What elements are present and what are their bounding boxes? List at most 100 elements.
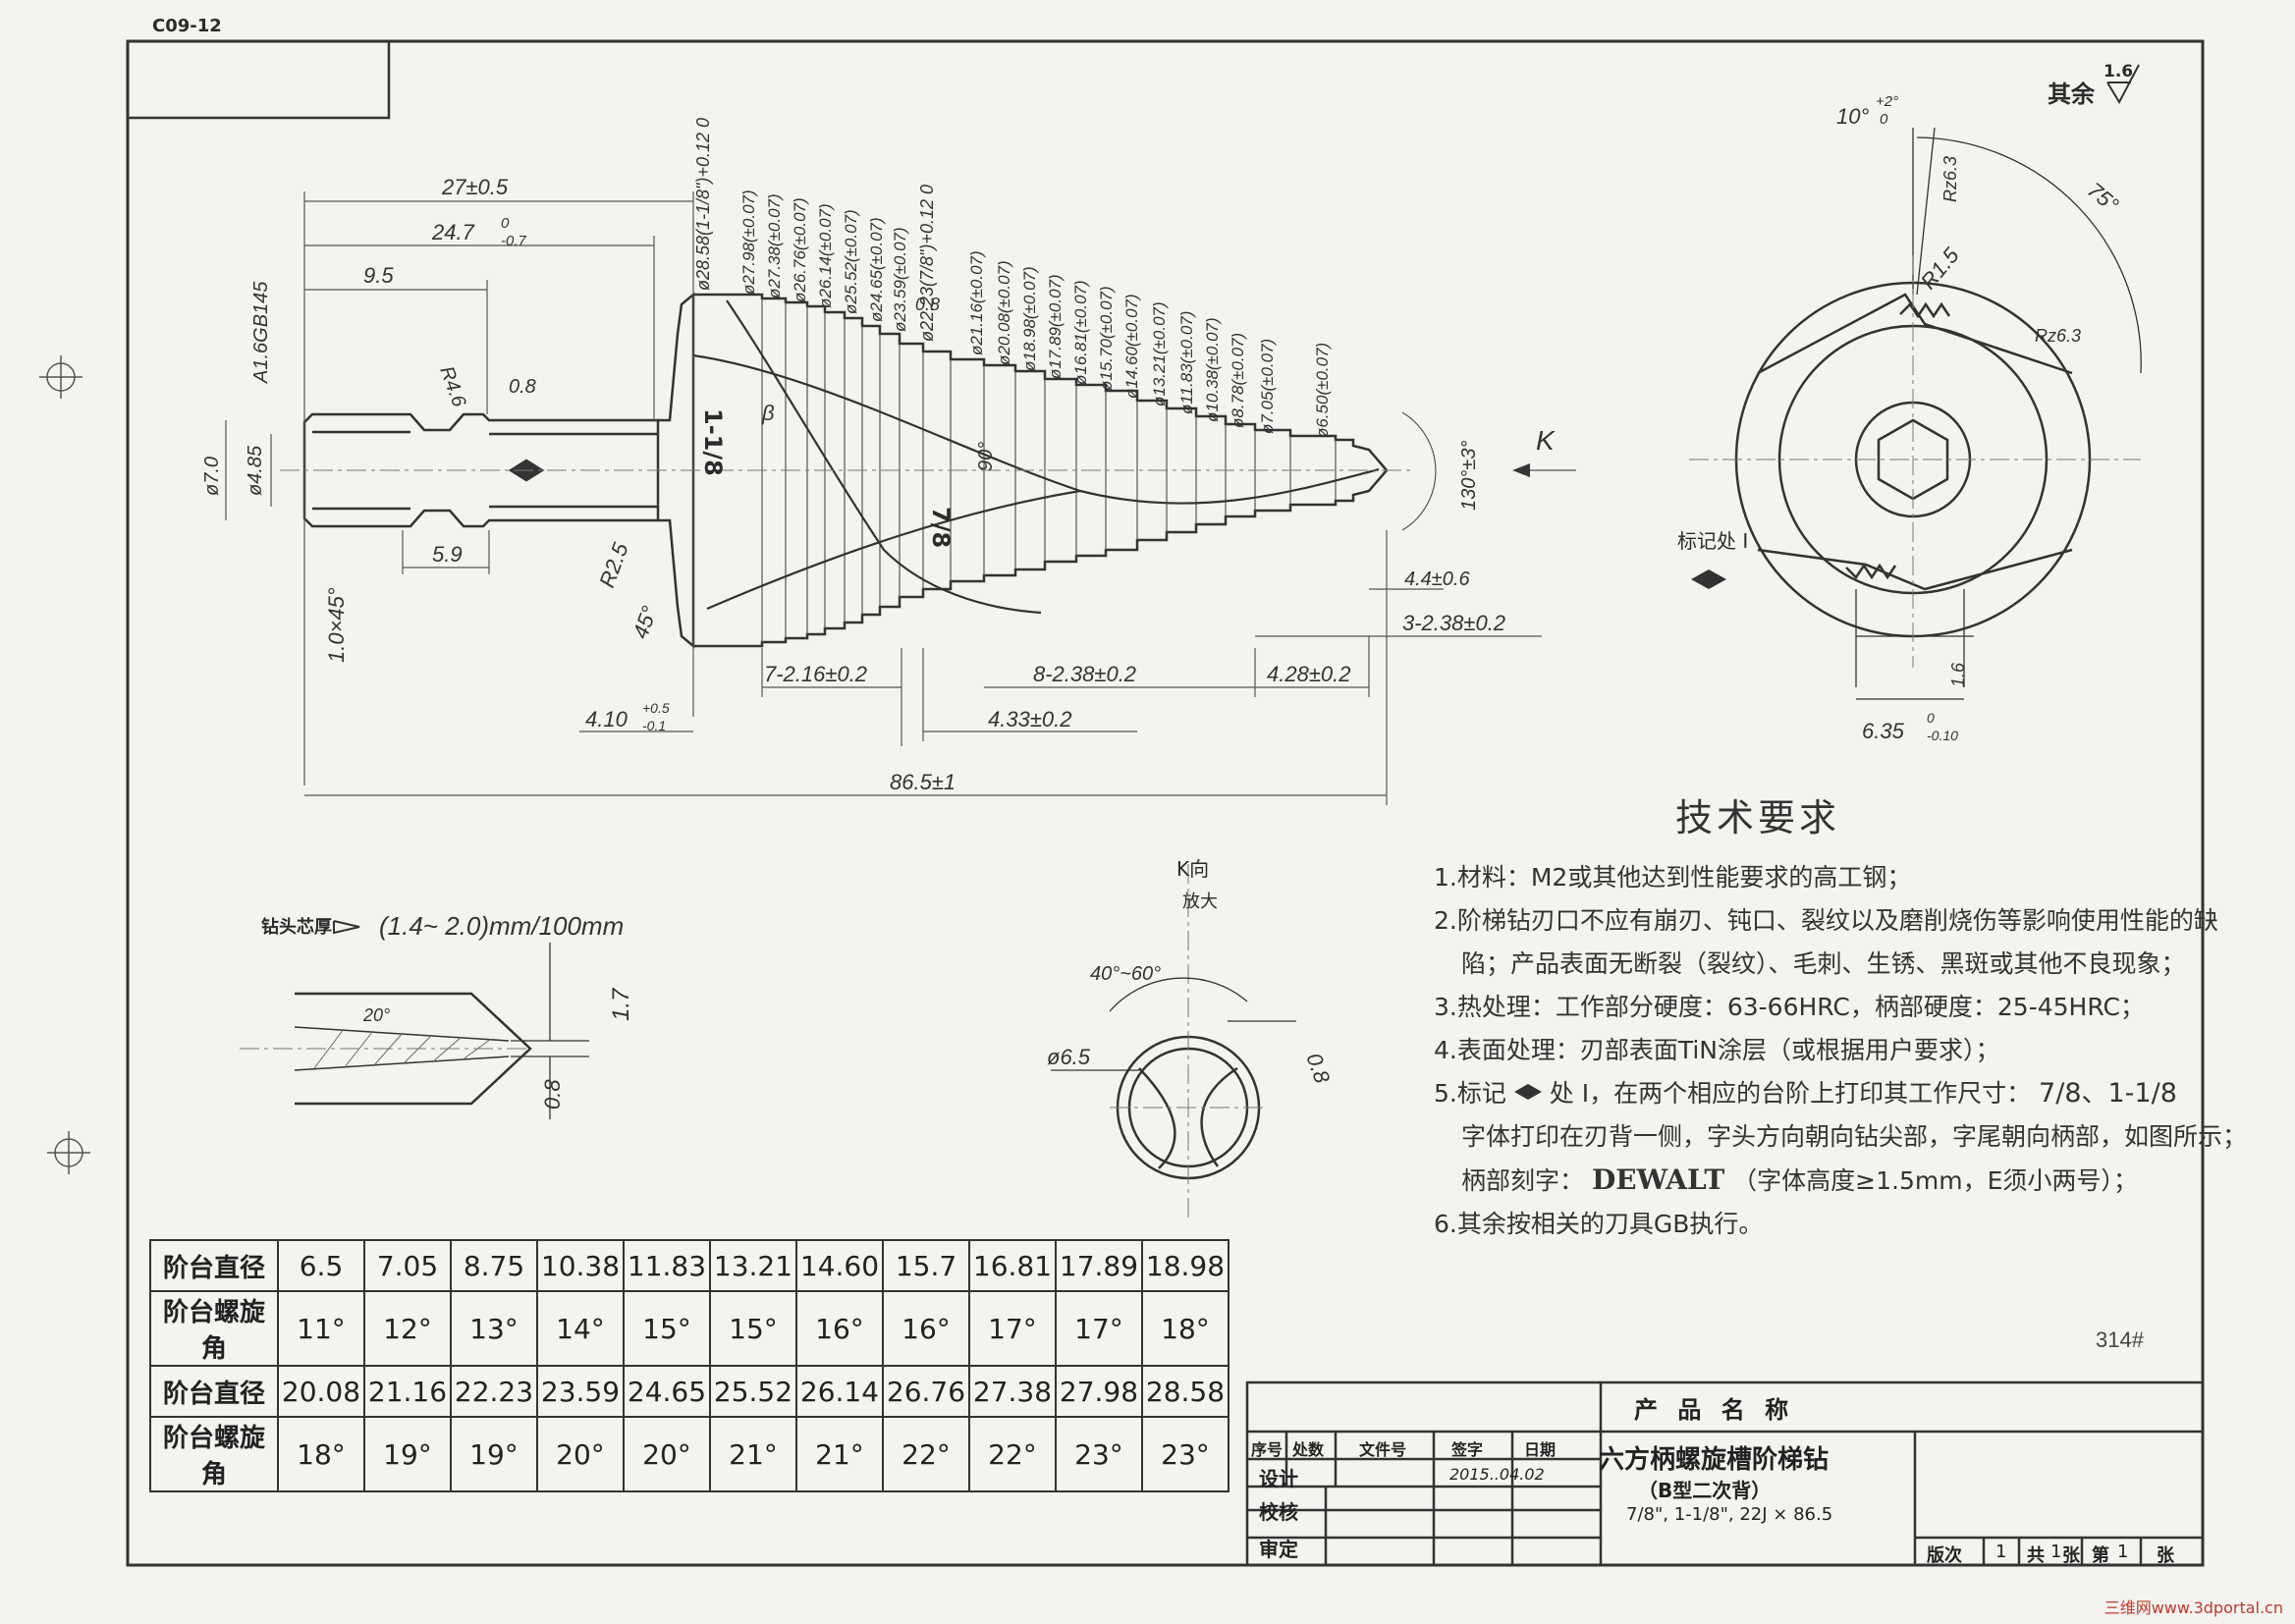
step-diameter-label: ø22.23(7/8")+0.12 0 — [917, 185, 937, 342]
brand-dewalt: DEWALT — [1591, 1164, 1725, 1196]
corner-box — [126, 39, 391, 120]
product-name-label: 产 品 名 称 — [1634, 1396, 1795, 1424]
table-cell: 16° — [882, 1290, 970, 1367]
tb-page-unit: 张 — [2157, 1545, 2174, 1566]
table-row-label: 阶台螺旋角 — [149, 1416, 279, 1492]
tb-product-type: （B型二次背） — [1638, 1479, 1772, 1502]
section-hex-tol-up: 0 — [1927, 710, 1935, 726]
table-cell: 18° — [1141, 1290, 1229, 1367]
dim-4-33: 4.33±0.2 — [988, 707, 1071, 731]
mark-diamond-icon-2 — [1513, 1070, 1542, 1100]
beta-label: β — [761, 401, 775, 425]
table-cell: 21° — [709, 1416, 797, 1492]
table-cell: 23.59 — [536, 1365, 625, 1418]
dim-3-2-38: 3-2.38±0.2 — [1402, 611, 1505, 635]
step-diameter-label: ø10.38(±0.07) — [1203, 317, 1222, 422]
requirements-list: 1.材料：M2或其他达到性能要求的高工钢； 2.阶梯钻刃口不应有崩刃、钝口、裂纹… — [1434, 856, 2247, 1246]
step-diameter-label: ø16.81(±0.07) — [1071, 280, 1090, 385]
req-item-5-text: 处 I，在两个相应的台阶上打印其工作尺寸： — [1549, 1079, 2032, 1108]
table-row-label: 阶台直径 — [149, 1365, 279, 1418]
table-cell: 17° — [1055, 1290, 1143, 1367]
tip-thickness: (1.4~ 2.0)mm/100mm — [379, 911, 624, 941]
table-cell: 20.08 — [277, 1365, 365, 1418]
table-cell: 19° — [450, 1416, 538, 1492]
table-cell: 6.5 — [277, 1239, 365, 1292]
k-view-sub: 放大 — [1182, 892, 1218, 912]
section-view — [1734, 127, 2142, 700]
table-cell: 24.65 — [623, 1365, 711, 1418]
tb-product-spec: 7/8", 1-1/8", 22J × 86.5 — [1626, 1504, 1833, 1525]
tb-col-seq: 序号 — [1251, 1440, 1284, 1459]
req-item-2b: 陷；产品表面无断裂（裂纹）、毛刺、生锈、黑斑或其他不良现象； — [1461, 949, 2186, 978]
table-cell: 8.75 — [450, 1239, 538, 1292]
table-cell: 12° — [363, 1290, 452, 1367]
dim-9-5: 9.5 — [363, 263, 394, 288]
table-cell: 11.83 — [623, 1239, 711, 1292]
req-item-1: 1.材料：M2或其他达到性能要求的高工钢； — [1434, 863, 1912, 892]
req-item-5c: 柄部刻字： DEWALT （字体高度≥1.5mm，E须小两号）； — [1434, 1159, 2247, 1203]
drawing-border — [126, 39, 2205, 1567]
table-cell: 17.89 — [1055, 1239, 1143, 1292]
req-item-5-sizes: 7/8、1-1/8 — [2039, 1078, 2177, 1109]
tip-label: 钻头芯厚 — [261, 916, 332, 938]
step-diameter-label: ø27.38(±0.07) — [765, 193, 784, 298]
dim-24-tol-up: 0 — [501, 215, 510, 232]
section-angle-tol-up: +2° — [1876, 93, 1898, 110]
step-diameter-label: ø24.65(±0.07) — [867, 217, 886, 322]
tb-total: 1 — [2050, 1542, 2062, 1562]
dim-7-2-16: 7-2.16±0.2 — [764, 662, 867, 686]
table-cell: 11° — [277, 1290, 365, 1367]
step-diameter-label: ø7.05(±0.07) — [1258, 339, 1277, 434]
req-item-2: 2.阶梯钻刃口不应有崩刃、钝口、裂纹以及磨削烧伤等影响使用性能的缺 — [1434, 906, 2218, 935]
section-r15: R1.5 — [1916, 243, 1965, 294]
dim-4-4: 4.4±0.6 — [1404, 568, 1470, 590]
registration-mark-top — [39, 355, 82, 399]
k-view-phi: ø6.5 — [1047, 1045, 1091, 1069]
a90-label: 90° — [975, 442, 997, 471]
table-row-label: 阶台直径 — [149, 1239, 279, 1292]
roughness-symbol-icon — [2106, 64, 2140, 105]
req-item-4: 4.表面处理：刃部表面TiN涂层（或根据用户要求）； — [1434, 1036, 2000, 1064]
step-diameter-label: ø20.08(±0.07) — [995, 260, 1013, 365]
roughness-label: 其余 — [2048, 81, 2096, 108]
section-rz-b: Rz6.3 — [2035, 326, 2081, 346]
step-diameter-label: ø14.60(±0.07) — [1122, 294, 1141, 399]
table-cell: 17° — [968, 1290, 1057, 1367]
table-cell: 26.76 — [882, 1365, 970, 1418]
dim-24: 24.7 — [431, 220, 475, 244]
step-diameter-label: ø25.52(±0.07) — [842, 209, 860, 314]
k-view-title: K向 — [1176, 857, 1209, 881]
table-cell: 19° — [363, 1416, 452, 1492]
table-cell: 15° — [709, 1290, 797, 1367]
tb-total-label: 共 — [2027, 1545, 2045, 1566]
step-diameter-label: ø26.76(±0.07) — [791, 197, 809, 302]
table-row-label: 阶台螺旋角 — [149, 1290, 279, 1367]
req-item-6: 6.其余按相关的刀具GB执行。 — [1434, 1210, 1764, 1238]
dim-4-28: 4.28±0.2 — [1267, 662, 1350, 686]
req-item-5b: 字体打印在刃背一侧，字头方向朝向钻尖部，字尾朝向柄部，如图所示； — [1461, 1122, 2248, 1151]
dimension-lines — [225, 191, 1576, 805]
table-cell: 18° — [277, 1416, 365, 1492]
section-ra16: 1.6 — [1948, 662, 1968, 687]
dim-5-9: 5.9 — [432, 542, 463, 567]
mark-7-8: 7/8 — [927, 507, 955, 548]
tb-version-label: 版次 — [1927, 1545, 1962, 1566]
tb-approve: 审定 — [1259, 1538, 1298, 1561]
table-cell: 13.21 — [709, 1239, 797, 1292]
step-diameter-label: ø17.89(±0.07) — [1046, 274, 1065, 379]
section-a75: 75° — [2083, 178, 2124, 218]
step-diameter-label: ø21.16(±0.07) — [967, 250, 986, 355]
table-cell: 14° — [536, 1290, 625, 1367]
dim-4-10: 4.10 — [585, 707, 628, 731]
helical-flute — [692, 299, 1380, 615]
step-diameter-label: ø11.83(±0.07) — [1177, 311, 1196, 414]
table-cell: 22.23 — [450, 1365, 538, 1418]
dim-phi485: ø4.85 — [245, 445, 266, 496]
table-cell: 21° — [795, 1416, 884, 1492]
dim-a45: 45° — [628, 603, 662, 642]
req-item-5: 5.标记 处 I，在两个相应的台阶上打印其工作尺寸： 7/8、1-1/8 — [1434, 1072, 2247, 1115]
requirements-title: 技术要求 — [1675, 796, 1841, 839]
section-rz-a: Rz6.3 — [1940, 156, 1960, 202]
